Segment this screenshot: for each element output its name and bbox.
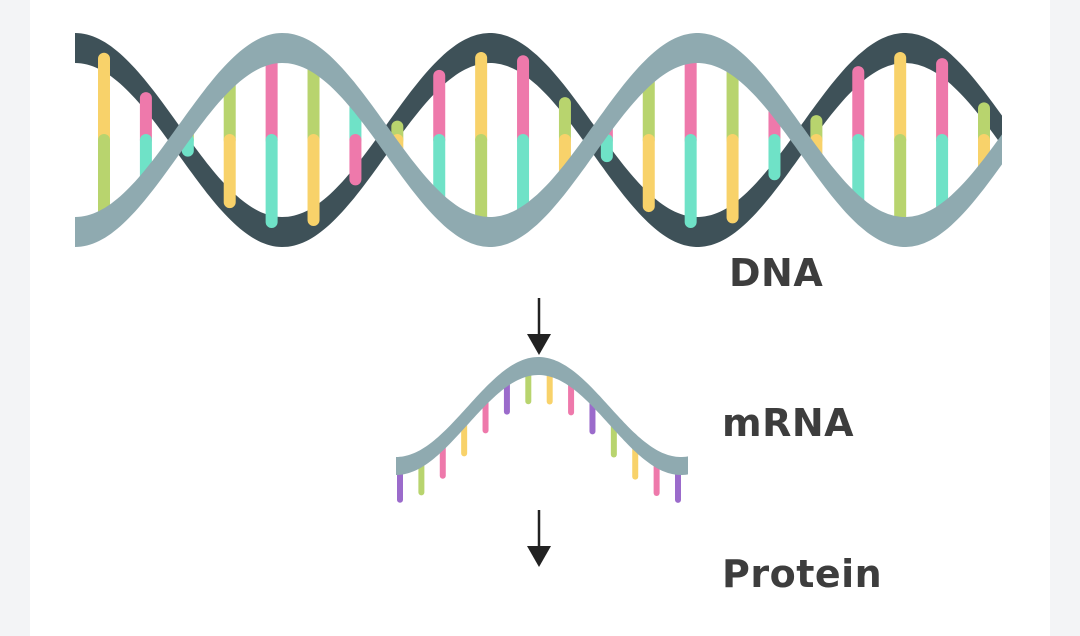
- dna-label: DNA: [729, 251, 824, 295]
- dna-strand-back: [75, 33, 1002, 247]
- flow-arrows: [527, 298, 551, 567]
- arrow-dna-to-mrna: [527, 298, 551, 355]
- mrna-backbone: [396, 357, 688, 475]
- arrow-mrna-to-protein: [527, 510, 551, 567]
- protein-label: Protein: [722, 552, 883, 596]
- mrna-label: mRNA: [722, 401, 855, 445]
- dna-double-helix: [75, 33, 1002, 247]
- mrna-strand: [396, 357, 688, 503]
- dna-strand-front: [75, 33, 1002, 247]
